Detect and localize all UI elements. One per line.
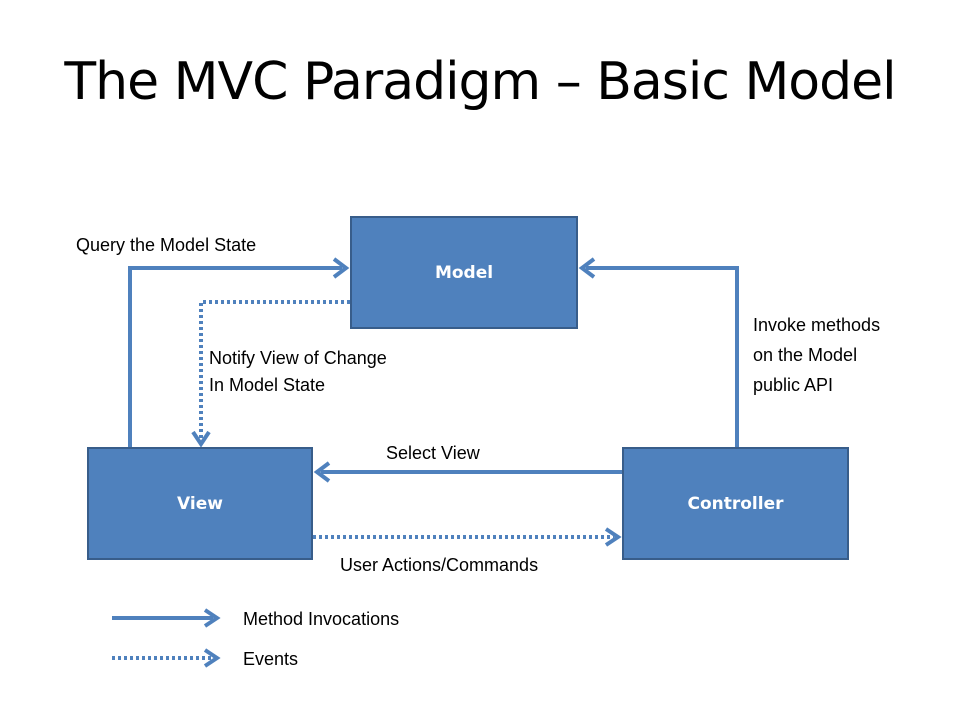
- query-model-arrow: [128, 266, 342, 447]
- controller-box: Controller: [622, 447, 849, 560]
- query-model-arrowhead: [332, 257, 350, 279]
- notify-view-label-line1: Notify View of Change: [209, 348, 387, 368]
- legend-method-invocations-label: Method Invocations: [243, 609, 400, 629]
- invoke-methods-label-line2: on the Model: [753, 345, 858, 365]
- model-box: Model: [350, 216, 578, 329]
- legend-events-label: Events: [243, 649, 299, 669]
- invoke-methods-label-line1: Invoke methods: [753, 315, 881, 335]
- select-view-label: Select View: [386, 443, 480, 463]
- invoke-methods-label-line3: public API: [753, 375, 834, 395]
- user-actions-arrowhead: [604, 527, 622, 547]
- query-model-label: Query the Model State: [76, 235, 257, 255]
- user-actions-label: User Actions/Commands: [340, 555, 539, 575]
- invoke-methods-arrowhead: [578, 257, 596, 279]
- legend-dotted-arrowhead: [203, 648, 221, 668]
- view-box: View: [87, 447, 313, 560]
- slide-title: The MVC Paradigm – Basic Model: [64, 52, 896, 112]
- notify-view-label-line2: In Model State: [209, 375, 326, 395]
- select-view-arrowhead: [313, 461, 331, 483]
- legend-solid-arrowhead: [203, 608, 221, 628]
- invoke-methods-arrow: [586, 266, 739, 447]
- notify-view-arrow: [199, 300, 350, 440]
- notify-view-arrowhead: [191, 430, 211, 448]
